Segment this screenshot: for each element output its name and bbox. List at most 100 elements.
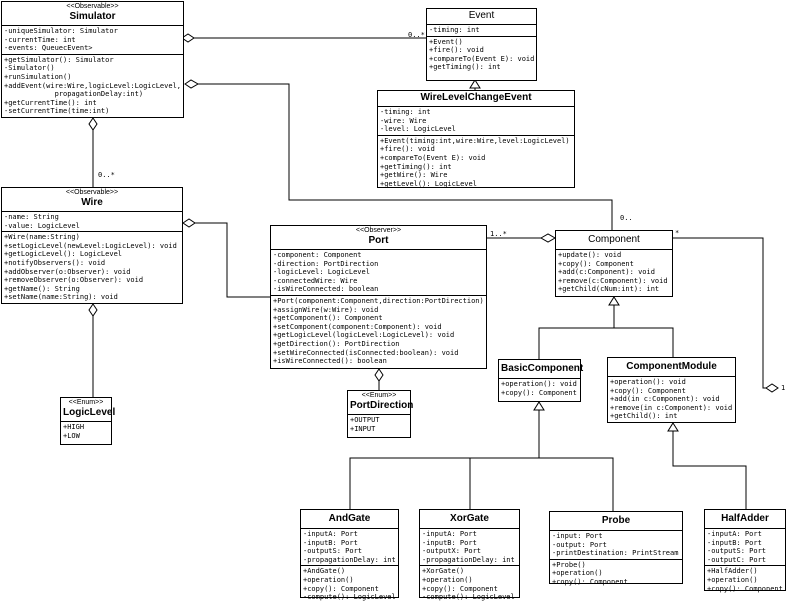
method: +getLevel(): LogicLevel	[380, 179, 477, 188]
method: +XorGate()	[422, 567, 465, 576]
class-probe-fields: -input: Port -output: Port -printDestina…	[550, 531, 682, 560]
class-portdirection-name: PortDirection	[350, 400, 414, 411]
field: -output: Port	[552, 540, 607, 549]
class-componentmodule-methods: +operation(): void +copy(): Component +a…	[608, 377, 735, 422]
class-simulator-methods: +getSimulator(): Simulator -Simulator() …	[2, 55, 183, 117]
class-portdirection-values: +OUTPUT +INPUT	[348, 415, 410, 434]
method: +copy(): Component	[422, 584, 498, 593]
class-logiclevel-header: <<Enum>> LogicLevel	[61, 398, 115, 422]
field: -timing: int	[380, 108, 431, 116]
class-wirelevelchangeevent-header: WireLevelChangeEvent	[378, 91, 574, 107]
mult-component-self: *	[675, 229, 680, 237]
field: -uniqueSimulator: Simulator	[4, 27, 118, 35]
class-simulator-stereotype: <<Observable>>	[66, 3, 119, 10]
gen-basic-component	[538, 327, 674, 361]
class-wire-header: <<Observable>> Wire	[2, 188, 182, 212]
class-event-name: Event	[468, 10, 495, 21]
class-componentmodule: ComponentModule +operation(): void +copy…	[607, 357, 736, 423]
class-andgate-fields: -inputA: Port -inputB: Port -outputS: Po…	[301, 529, 398, 567]
method: +getCurrentTime(): int	[4, 98, 97, 107]
method: +operation()	[552, 569, 603, 578]
field: -inputB: Port	[303, 538, 358, 547]
method: +addObserver(o:Observer): void	[4, 267, 131, 276]
gen-halfadder-module	[672, 431, 747, 509]
class-port-header: <<Observer>> Port	[271, 226, 486, 250]
method: +Wire(name:String)	[4, 233, 80, 242]
method: -setCurrentTime(time:int)	[4, 107, 110, 116]
class-port-fields: -component: Component -direction: PortDi…	[271, 250, 486, 296]
class-andgate: AndGate -inputA: Port -inputB: Port -out…	[300, 509, 399, 601]
method: +runSimulation()	[4, 72, 72, 81]
class-xorgate-header: XorGate	[420, 510, 519, 529]
method: +Event()	[429, 37, 463, 46]
diamond-module-component	[765, 383, 779, 393]
diamond-simulator-wire	[88, 117, 98, 131]
class-andgate-name: AndGate	[328, 513, 371, 524]
method: +compareTo(Event E): void	[429, 54, 535, 63]
method: -Simulator()	[4, 64, 55, 73]
class-logiclevel-values: +HIGH +LOW	[61, 422, 111, 441]
method: +assignWire(w:Wire): void	[273, 305, 379, 314]
mult-simulator-component: 0..	[620, 214, 633, 222]
class-portdirection-stereotype: <<Enum>>	[361, 392, 397, 399]
enum-value: +OUTPUT	[350, 416, 380, 424]
method: +operation(): void	[610, 378, 686, 386]
diamond-simulator-component	[184, 79, 200, 89]
method: +add(c:Component): void	[558, 268, 655, 277]
method: +add(in c:Component): void	[610, 395, 720, 404]
class-wirelevelchangeevent-fields: -timing: int -wire: Wire -level: LogicLe…	[378, 107, 574, 136]
method: +copy(): Component	[303, 584, 379, 593]
class-portdirection: <<Enum>> PortDirection +OUTPUT +INPUT	[347, 390, 414, 438]
class-halfadder-methods: +HalfAdder() +operation() +copy(): Compo…	[705, 566, 785, 594]
method: +fire(): void	[429, 46, 484, 55]
method: +AndGate()	[303, 567, 346, 576]
class-wire: <<Observable>> Wire -name: String -value…	[1, 187, 183, 304]
method: +getTiming(): int	[380, 162, 452, 171]
field: -propagationDelay: int	[422, 555, 515, 564]
mult-simulator-event: 0..*	[408, 31, 425, 39]
triangle-basiccomponent	[533, 401, 545, 411]
diamond-component-port	[539, 233, 557, 243]
field: -value: LogicLevel	[4, 221, 80, 230]
method: +getDirection(): PortDirection	[273, 339, 400, 348]
method: +HalfAdder()	[707, 567, 758, 576]
field: -outputS: Port	[303, 547, 363, 556]
field: -level: LogicLevel	[380, 125, 456, 134]
class-port-name: Port	[368, 235, 389, 246]
class-event-header: Event	[427, 9, 536, 25]
method: +fire(): void	[380, 145, 435, 154]
class-wirelevelchangeevent: WireLevelChangeEvent -timing: int -wire:…	[377, 90, 575, 188]
class-wire-name: Wire	[81, 197, 103, 208]
method: +copy(): Component	[501, 388, 577, 397]
method: +operation()	[422, 575, 473, 584]
method: +setComponent(component:Component): void	[273, 322, 442, 331]
assoc-simulator-component	[198, 83, 613, 230]
field: -propagationDelay: int	[303, 555, 396, 564]
class-halfadder-header: HalfAdder	[705, 510, 785, 529]
class-probe-name: Probe	[601, 515, 631, 526]
triangle-component	[608, 296, 620, 306]
class-port-methods: +Port(component:Component,direction:Port…	[271, 296, 486, 367]
field: -timing: int	[429, 26, 480, 34]
class-wirelevelchangeevent-methods: +Event(timing:int,wire:Wire,level:LogicL…	[378, 136, 574, 190]
method: +setLogicLevel(newLevel:LogicLevel): voi…	[4, 241, 177, 250]
enum-value: +LOW	[63, 431, 80, 440]
mult-port-component: 1..*	[490, 230, 507, 238]
triangle-componentmodule	[667, 422, 679, 432]
mult-simulator-wire: 0..*	[98, 171, 115, 179]
method: +remove(in c:Component): void	[610, 403, 733, 412]
field: -outputC: Port	[707, 555, 767, 564]
assoc-wire-port	[195, 222, 271, 298]
class-portdirection-header: <<Enum>> PortDirection	[348, 391, 414, 415]
method: +getLogicLevel(): LogicLevel	[4, 250, 123, 259]
field: -input: Port	[552, 532, 603, 540]
method: +Probe()	[552, 560, 586, 569]
class-port: <<Observer>> Port -component: Component …	[270, 225, 487, 369]
diamond-wire-logiclevel	[88, 303, 98, 317]
method: +remove(c:Component): void	[558, 276, 668, 285]
class-port-stereotype: <<Observer>>	[355, 227, 402, 234]
method: +getSimulator(): Simulator	[4, 55, 114, 64]
class-logiclevel-stereotype: <<Enum>>	[68, 399, 104, 406]
diamond-simulator-event	[181, 33, 195, 43]
